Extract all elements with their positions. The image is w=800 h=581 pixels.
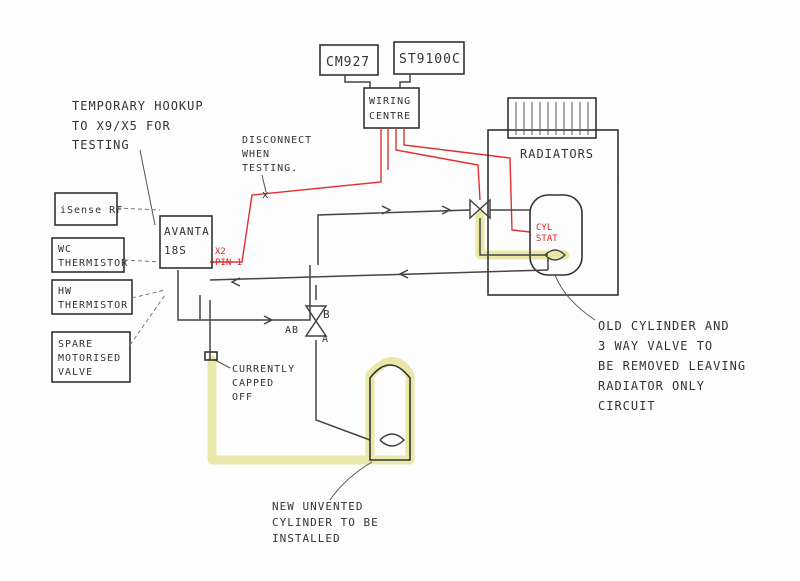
port-ab-label: AB [285, 325, 299, 336]
radiators-label: RADIATORS [520, 147, 594, 161]
flow-arrow-3 [263, 315, 274, 325]
old-cyl-note-5: CIRCUIT [598, 399, 656, 413]
radiator-fins [515, 102, 589, 135]
boiler-to-new-valve [199, 295, 300, 321]
flow-arrow-2 [441, 205, 452, 215]
old-cyl-leader [554, 274, 596, 321]
port-b-label: B [323, 308, 331, 321]
hw-link [131, 289, 166, 299]
isense-label: iSense RF [60, 205, 123, 216]
new-unvented-cylinder [369, 364, 411, 461]
flow-arrow-1 [381, 205, 392, 215]
wc-label-2: THERMISTOR [58, 258, 128, 269]
temp-note-line-3: TESTING [72, 138, 130, 152]
cm927-box [319, 44, 379, 76]
wc-link [123, 259, 161, 263]
old-cyl-note-2: 3 WAY VALVE TO [598, 339, 713, 353]
st9100c-label: ST9100C [399, 52, 461, 67]
wiring-centre-label-1: WIRING [369, 96, 411, 107]
new-cyl-note-1: NEW UNVENTED [272, 500, 363, 513]
hw-thermistor-box [51, 279, 133, 315]
hw-label-2: THERMISTOR [58, 300, 128, 311]
boiler-label-2: 18S [164, 244, 187, 257]
old-cyl-note-1: OLD CYLINDER AND [598, 319, 730, 333]
cm927-cable [344, 75, 371, 88]
spare-valve-box [51, 331, 131, 383]
flow-to-new-valve [300, 265, 311, 321]
return-arrow-1 [398, 269, 409, 279]
old-cylinder [529, 194, 583, 276]
disconnect-line-3: TESTING. [242, 163, 298, 174]
port-a-label: A [322, 334, 329, 345]
boiler-wire [210, 128, 382, 263]
radiator-symbol [507, 97, 597, 139]
new-cyl-note-2: CYLINDER TO BE [272, 516, 379, 529]
old-cylinder-coil [544, 249, 567, 261]
old-three-way-valve [469, 198, 491, 220]
disconnect-mark: x [262, 188, 270, 201]
st9100c-box [393, 41, 465, 75]
spare-label-1: SPARE [58, 339, 93, 350]
temp-note-line-2: TO X9/X5 FOR [72, 119, 171, 133]
radiator-circuit-box [487, 129, 619, 296]
capped-label-1: CURRENTLY [232, 364, 295, 375]
disconnect-line-1: DISCONNECT [242, 135, 312, 146]
new-cyl-leader [329, 461, 373, 501]
isense-box [54, 192, 118, 226]
boiler-box [159, 215, 213, 269]
highlighted-pipes [207, 210, 570, 465]
wiring-centre-box [363, 87, 420, 129]
new-three-way-valve [304, 305, 328, 337]
temp-note-line-1: TEMPORARY HOOKUP [72, 99, 204, 113]
cap-symbol [204, 351, 218, 361]
cyl-stat-label-2: STAT [536, 234, 558, 244]
wc-thermistor-box [51, 237, 125, 273]
valve-wire [395, 128, 481, 201]
isense-link [116, 207, 161, 211]
pin-label-2: PIN 1 [215, 258, 242, 268]
temp-note-leader [139, 149, 156, 226]
old-cyl-note-3: BE REMOVED LEAVING [598, 359, 746, 373]
cyl-stat-wire [403, 128, 531, 233]
spare-label-2: MOTORISED [58, 353, 121, 364]
wiring-centre-label-2: CENTRE [369, 111, 411, 122]
st9100c-cable [399, 74, 411, 88]
capped-label-2: CAPPED [232, 378, 274, 389]
new-cylinder-highlight [207, 355, 415, 465]
hw-label-1: HW [58, 286, 72, 297]
spare-label-3: VALVE [58, 367, 93, 378]
boiler-label-1: AVANTA [164, 225, 210, 238]
old-cylinder-coil-flow [479, 218, 548, 256]
pipework [177, 175, 619, 441]
return-arrow-2 [230, 277, 241, 287]
disconnect-leader [261, 174, 267, 193]
capped-leader [214, 359, 231, 369]
cm927-label: CM927 [326, 55, 370, 70]
new-cyl-note-3: INSTALLED [272, 532, 341, 545]
disconnect-line-2: WHEN [242, 149, 270, 160]
capped-label-3: OFF [232, 392, 253, 403]
wc-label-1: WC [58, 244, 72, 255]
red-wiring [210, 128, 531, 263]
new-valve-port-a [315, 340, 371, 441]
spare-link [129, 294, 166, 346]
flow-pipe-to-old-valve [317, 209, 471, 265]
pin-label-1: X2 [215, 247, 226, 257]
old-cyl-note-4: RADIATOR ONLY [598, 379, 705, 393]
boiler-return-pipe [177, 270, 200, 321]
return-pipe [209, 269, 549, 281]
new-cylinder-coil [379, 433, 406, 447]
cyl-stat-label-1: CYL [536, 223, 552, 233]
